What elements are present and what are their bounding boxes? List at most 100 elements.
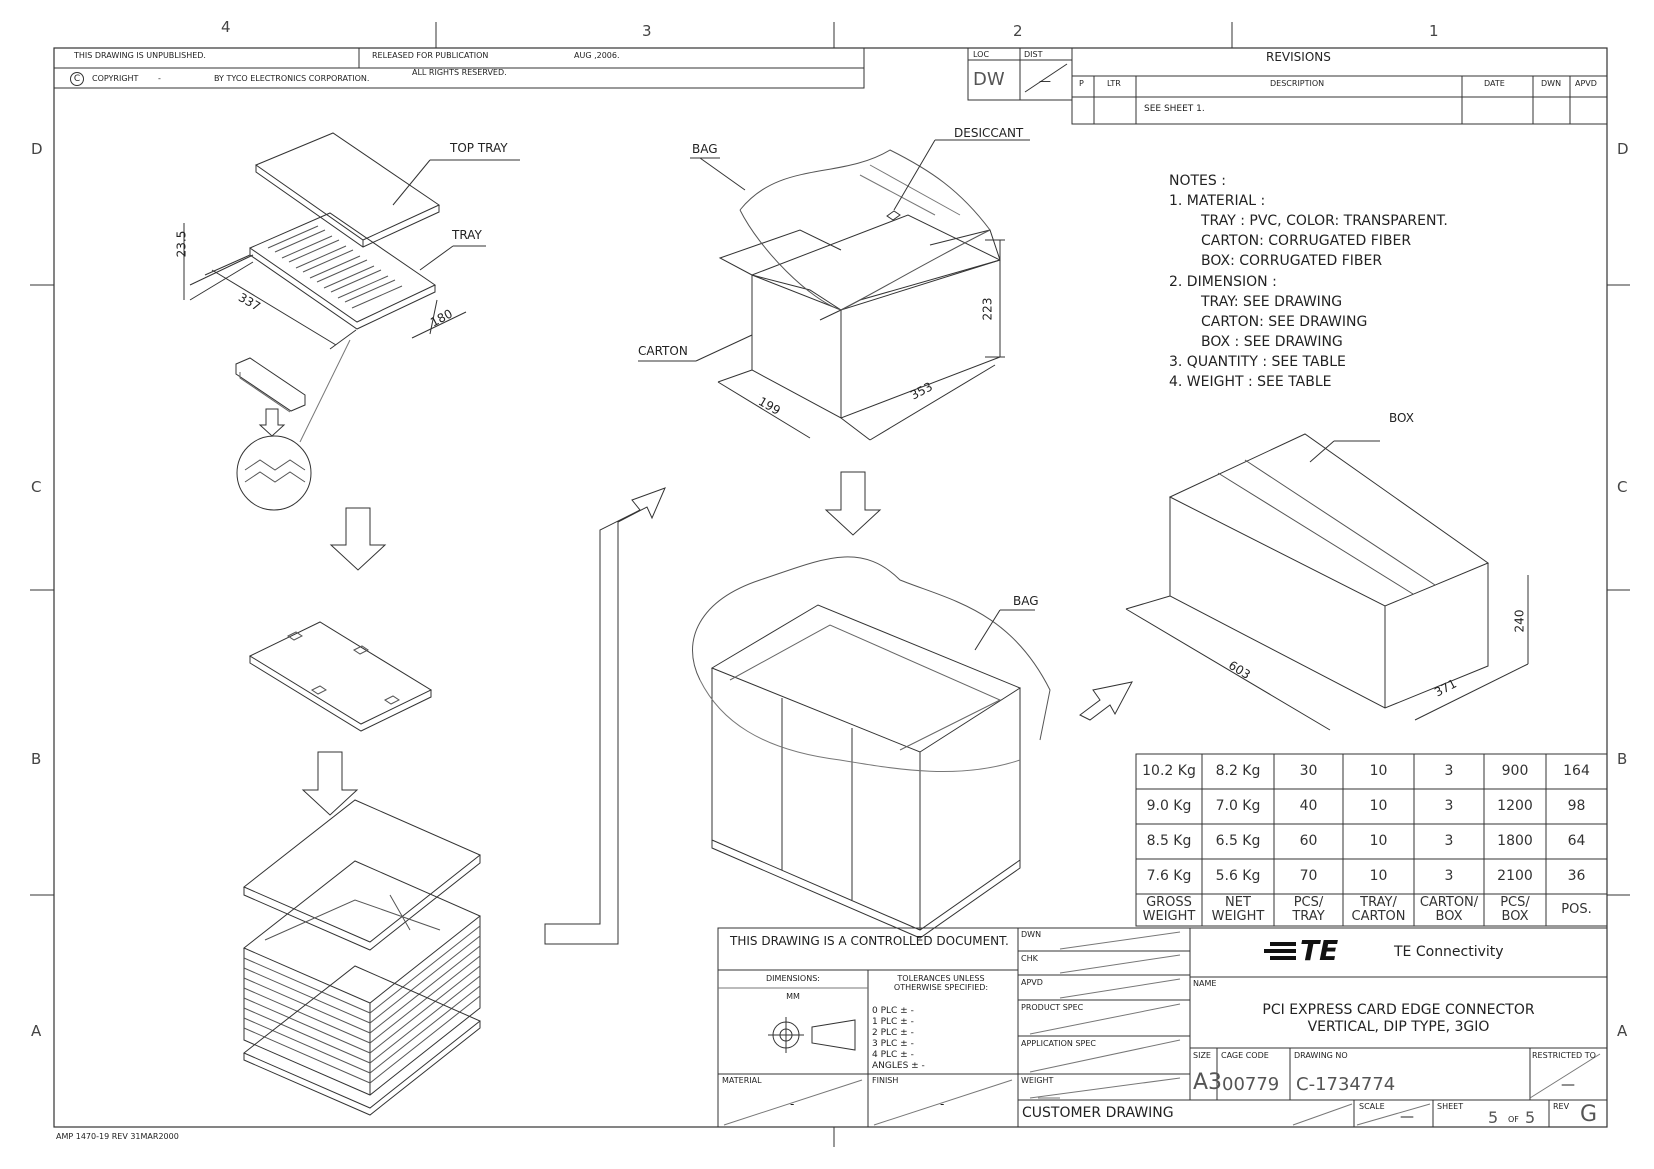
table-cell: 30 — [1299, 763, 1318, 780]
footer-form-number: AMP 1470-19 REV 31MAR2000 — [56, 1132, 179, 1141]
zone-ticks — [30, 22, 1630, 1147]
apvd-label: APVD — [1021, 978, 1043, 987]
dim-carton-height: 223 — [980, 297, 995, 321]
rev-col-apvd: APVD — [1575, 79, 1597, 88]
zone-label-4: 4 — [221, 18, 231, 36]
copyright-label: COPYRIGHT — [92, 74, 139, 83]
table-cell: 98 — [1567, 798, 1586, 815]
name-label: NAME — [1193, 979, 1217, 988]
dim-box-height: 240 — [1512, 609, 1527, 633]
copyright-owner: BY TYCO ELECTRONICS CORPORATION. — [214, 74, 370, 83]
note-1-carton: CARTON: CORRUGATED FIBER — [1201, 233, 1412, 249]
controlled-note: THIS DRAWING IS A CONTROLLED DOCUMENT. — [730, 934, 1009, 948]
zone-label-a: A — [31, 1022, 42, 1040]
table-grid — [1135, 753, 1608, 927]
size-label: SIZE — [1193, 1051, 1211, 1060]
table-cell: 10.2 Kg — [1142, 763, 1196, 780]
rev-col-dwn: DWN — [1541, 79, 1562, 88]
table-cell: 10 — [1369, 763, 1388, 780]
te-logo-mark — [1264, 942, 1296, 960]
tolerance-4plc: 4 PLC ± - — [872, 1050, 914, 1060]
zone-label-b: B — [31, 750, 42, 768]
table-header-cell: TRAY/ CARTON — [1351, 895, 1406, 924]
tolerances-label: TOLERANCES UNLESS OTHERWISE SPECIFIED: — [893, 974, 989, 992]
arrow-up-right — [544, 487, 666, 945]
rev-col-ltr: LTR — [1107, 79, 1121, 88]
table-header-cell: CARTON/ BOX — [1419, 895, 1479, 924]
table-cell: 7.0 Kg — [1215, 798, 1261, 815]
table-cell: 1800 — [1497, 833, 1533, 850]
notes-title: NOTES : — [1169, 173, 1226, 189]
company-name: TE Connectivity — [1394, 944, 1504, 960]
rights-note: ALL RIGHTS RESERVED. — [412, 68, 507, 77]
note-2-carton: CARTON: SEE DRAWING — [1201, 314, 1368, 330]
table-cell: 64 — [1567, 833, 1586, 850]
table-cell: 10 — [1369, 798, 1388, 815]
table-cell: 900 — [1501, 763, 1529, 780]
carton-view — [638, 139, 1030, 441]
note-3: 3. QUANTITY : SEE TABLE — [1169, 354, 1346, 370]
table-cell: 1200 — [1497, 798, 1533, 815]
table-cell: 7.6 Kg — [1146, 868, 1192, 885]
table-cell: 3 — [1444, 763, 1454, 780]
zone-label-3: 3 — [642, 22, 652, 40]
table-cell: 36 — [1567, 868, 1586, 885]
dwn-label: DWN — [1021, 930, 1042, 939]
label-bag-1: BAG — [692, 142, 718, 156]
note-4: 4. WEIGHT : SEE TABLE — [1169, 374, 1332, 390]
tray-exploded-view — [183, 132, 520, 511]
material-value: - — [790, 1097, 795, 1111]
arrow-to-box — [1079, 681, 1133, 721]
note-2: 2. DIMENSION : — [1169, 274, 1277, 290]
loc-label: LOC — [973, 50, 990, 59]
tolerance-1plc: 1 PLC ± - — [872, 1017, 914, 1027]
zone-label-d: D — [31, 140, 43, 158]
note-1-tray: TRAY : PVC, COLOR: TRANSPARENT. — [1201, 213, 1448, 229]
revisions-title: REVISIONS — [1266, 50, 1331, 64]
cage-code-label: CAGE CODE — [1221, 1051, 1269, 1060]
label-box: BOX — [1389, 411, 1414, 425]
tolerance-angles: ANGLES ± - — [872, 1061, 925, 1071]
rev-col-description: DESCRIPTION — [1270, 79, 1325, 88]
rev-col-p: P — [1079, 79, 1084, 88]
zone-label-d-right: D — [1617, 140, 1629, 158]
unpublished-note: THIS DRAWING IS UNPUBLISHED. — [74, 51, 206, 60]
zone-label-2: 2 — [1013, 22, 1023, 40]
te-logo: TE — [1300, 934, 1339, 967]
dim-tray-height: 23.5 — [174, 230, 189, 258]
tray-stack-view — [243, 799, 481, 1116]
part-name-line1: PCI EXPRESS CARD EDGE CONNECTOR — [1262, 1002, 1535, 1018]
table-header-cell: GROSS WEIGHT — [1142, 895, 1196, 924]
label-carton: CARTON — [638, 344, 688, 358]
dist-label: DIST — [1024, 50, 1043, 59]
chk-label: CHK — [1021, 954, 1038, 963]
note-2-tray: TRAY: SEE DRAWING — [1201, 294, 1343, 310]
copyright-dash: - — [158, 74, 161, 83]
finish-value: - — [940, 1097, 945, 1111]
restricted-label: RESTRICTED TO — [1532, 1051, 1596, 1060]
product-spec-label: PRODUCT SPEC — [1021, 1003, 1084, 1012]
table-cell: 10 — [1369, 868, 1388, 885]
table-header-cell: NET WEIGHT — [1211, 895, 1265, 924]
table-cell: 10 — [1369, 833, 1388, 850]
note-2-box: BOX : SEE DRAWING — [1201, 334, 1343, 350]
dist-value: — — [1039, 74, 1051, 88]
drawing-number: C-1734774 — [1296, 1074, 1396, 1095]
table-header-cell: PCS/ TRAY — [1292, 895, 1325, 924]
rev-value: G — [1580, 1102, 1598, 1127]
table-cell: 8.5 Kg — [1146, 833, 1192, 850]
sheet-total: 5 — [1525, 1108, 1536, 1127]
dimensions-unit: MM — [786, 992, 800, 1001]
rev-label: REV — [1553, 1102, 1570, 1111]
arrow-down-3 — [824, 471, 882, 536]
label-tray: TRAY — [452, 228, 482, 242]
cage-code-value: 00779 — [1222, 1074, 1280, 1095]
table-cell: 9.0 Kg — [1146, 798, 1192, 815]
weight-label: WEIGHT — [1021, 1076, 1054, 1085]
zone-label-c-right: C — [1617, 478, 1628, 496]
table-cell: 60 — [1299, 833, 1318, 850]
finish-label: FINISH — [872, 1076, 899, 1085]
label-top-tray: TOP TRAY — [450, 141, 508, 155]
dimensions-label: DIMENSIONS: — [766, 974, 820, 983]
application-spec-label: APPLICATION SPEC — [1021, 1039, 1096, 1048]
